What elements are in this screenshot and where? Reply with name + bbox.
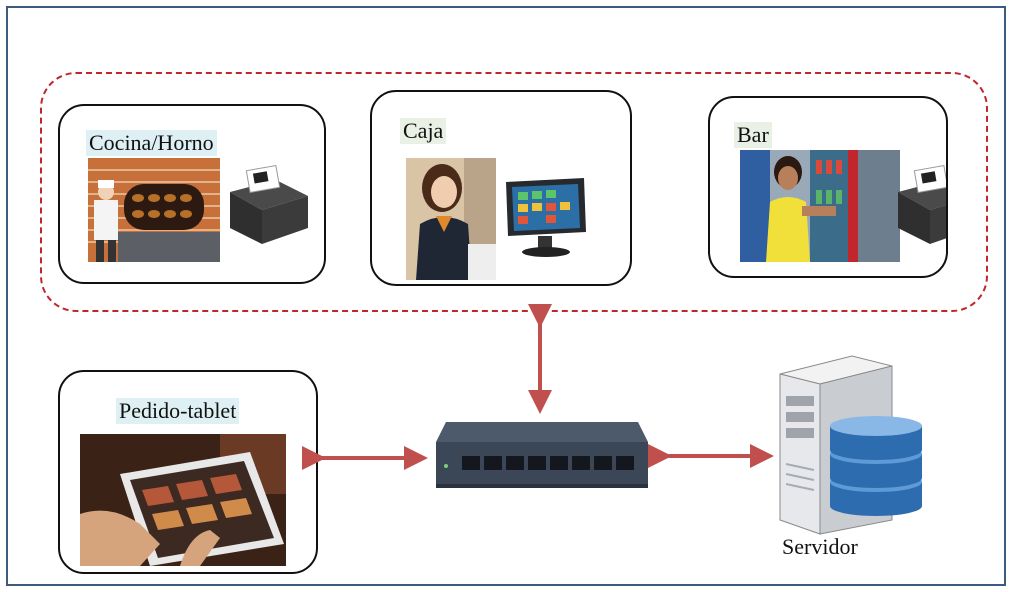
pos-terminal-icon [500, 176, 592, 258]
node-cocina: Cocina/Horno [58, 104, 326, 284]
network-switch-icon [432, 420, 652, 490]
node-caja: Caja [370, 90, 632, 286]
database-icon [826, 412, 926, 516]
bar-label: Bar [734, 122, 772, 148]
devices-group [40, 72, 988, 312]
bar-fridge-photo [740, 150, 900, 262]
servidor-label: Servidor [782, 534, 858, 559]
cashier-photo [406, 158, 496, 280]
receipt-printer-icon [888, 162, 946, 246]
node-pedido: Pedido-tablet [58, 370, 318, 574]
cocina-label: Cocina/Horno [86, 130, 217, 156]
tablet-order-photo [80, 434, 286, 566]
receipt-printer-icon [220, 162, 312, 246]
node-bar: Bar [708, 96, 948, 278]
pedido-label: Pedido-tablet [116, 398, 240, 424]
caja-label: Caja [400, 118, 447, 144]
kitchen-oven-photo [88, 158, 220, 262]
diagram-frame [6, 6, 1006, 586]
